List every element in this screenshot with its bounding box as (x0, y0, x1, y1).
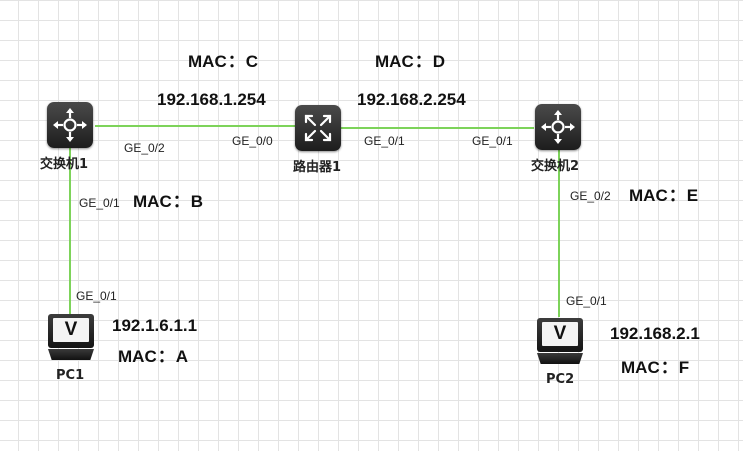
port-label-switch1-ge02: GE_0/2 (124, 141, 165, 155)
port-label-switch2-ge02: GE_0/2 (570, 189, 611, 203)
pc2-screen-glyph: V (553, 323, 567, 344)
mac-label-e: MAC：E (629, 186, 699, 206)
pc-stand (48, 349, 94, 360)
switch2-label: 交换机2 (531, 159, 580, 174)
mac-label-f: MAC：F (621, 358, 690, 378)
pc1-node[interactable]: V (48, 314, 94, 360)
port-label-router1-ge01: GE_0/1 (364, 134, 405, 148)
link-switch2-pc2 (558, 150, 560, 317)
port-label-pc2-ge01: GE_0/1 (566, 294, 607, 308)
switch1-node[interactable] (47, 102, 93, 148)
router-icon (304, 114, 332, 142)
switch1-label: 交换机1 (40, 157, 89, 172)
pc1-label: PC1 (56, 368, 85, 383)
l3-switch-icon (53, 108, 87, 142)
mac-label-a: MAC：A (118, 347, 188, 367)
l3-switch-icon (541, 110, 575, 144)
port-label-router1-ge00: GE_0/0 (232, 134, 273, 148)
link-switch1-pc1 (69, 148, 71, 314)
port-label-pc1-ge01: GE_0/1 (76, 289, 117, 303)
mac-label-b: MAC：B (133, 192, 203, 212)
router1-ge00-ip: 192.168.1.254 (157, 90, 266, 109)
pc1-screen-glyph: V (64, 319, 78, 340)
mac-label-c: MAC：C (188, 52, 258, 72)
pc-monitor-icon: V (48, 314, 94, 348)
pc2-label: PC2 (546, 372, 575, 387)
router1-label: 路由器1 (293, 160, 342, 175)
link-switch1-router1 (95, 125, 295, 127)
pc-stand (537, 353, 583, 364)
mac-label-d: MAC：D (375, 52, 445, 72)
router1-node[interactable] (295, 105, 341, 151)
port-label-switch1-ge01: GE_0/1 (79, 196, 120, 210)
pc-monitor-icon: V (537, 318, 583, 352)
switch2-node[interactable] (535, 104, 581, 150)
pc2-ip: 192.168.2.1 (610, 324, 700, 343)
pc2-node[interactable]: V (537, 318, 583, 364)
pc1-ip: 192.1.6.1.1 (112, 316, 198, 335)
port-label-switch2-ge01: GE_0/1 (472, 134, 513, 148)
router1-ge01-ip: 192.168.2.254 (357, 90, 466, 109)
link-router1-switch2 (341, 127, 534, 129)
